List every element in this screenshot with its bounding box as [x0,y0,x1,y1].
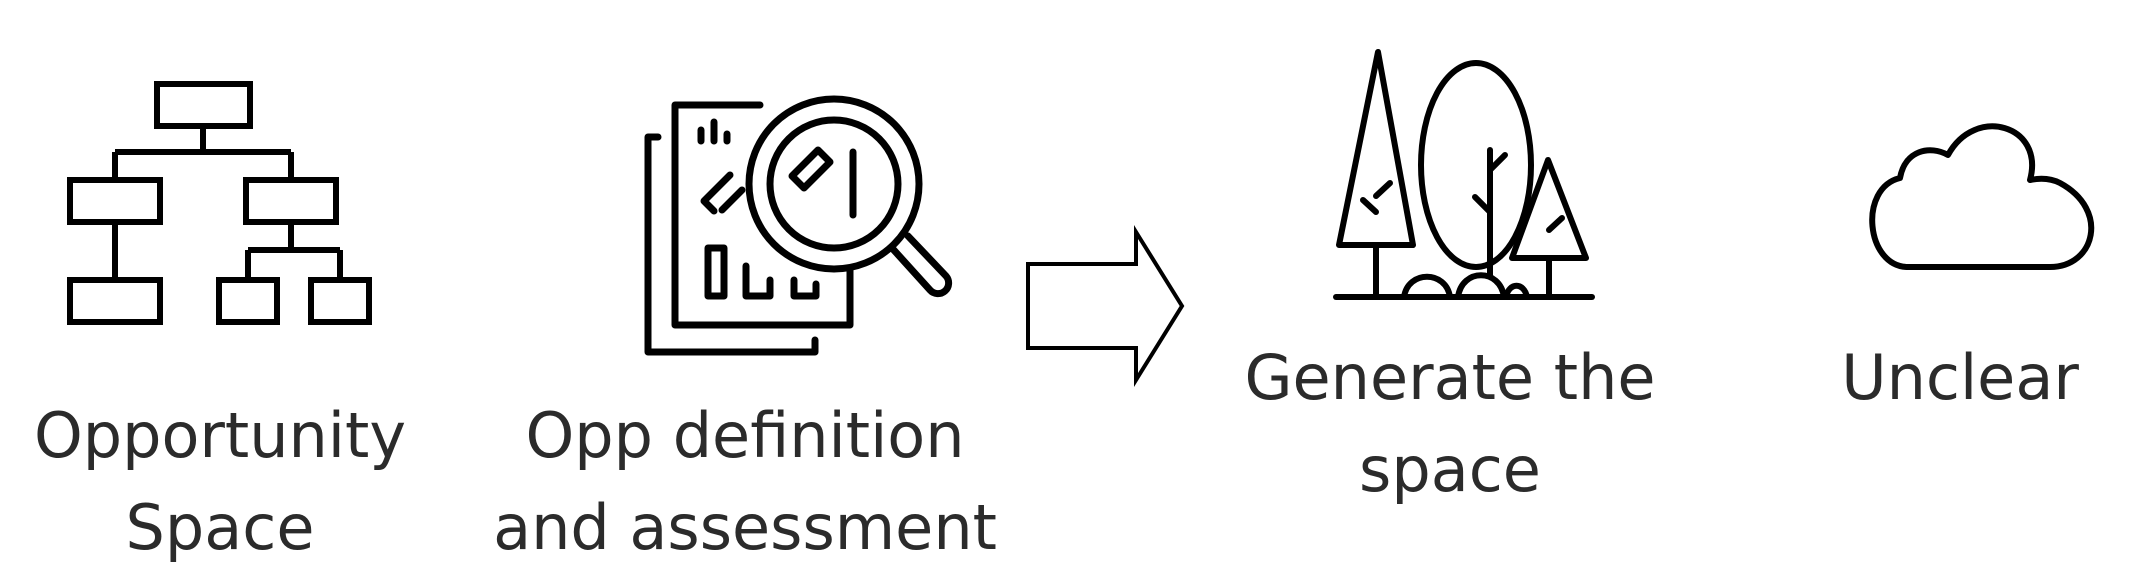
step-label-unclear: Unclear [1830,332,2090,424]
step-label-line: Generate the [1244,341,1656,414]
org-chart-icon [67,81,372,325]
cloud-icon [1869,123,2095,270]
right-arrow-icon [1026,224,1185,388]
step-label-line: Opp definition [525,399,965,472]
step-label-line: Space [125,491,315,564]
step-label-line: and assessment [493,491,997,564]
step-label-line: Opportunity [33,399,407,472]
analysis-magnifier-icon [644,95,953,356]
step-label-line: space [1359,433,1541,506]
step-label-opp-definition: Opp definition and assessment [480,390,1010,574]
step-label-opportunity-space: Opportunity Space [20,390,420,574]
step-label-line: Unclear [1841,341,2079,414]
forest-icon [1333,49,1595,300]
step-label-generate-space: Generate the space [1240,332,1660,516]
